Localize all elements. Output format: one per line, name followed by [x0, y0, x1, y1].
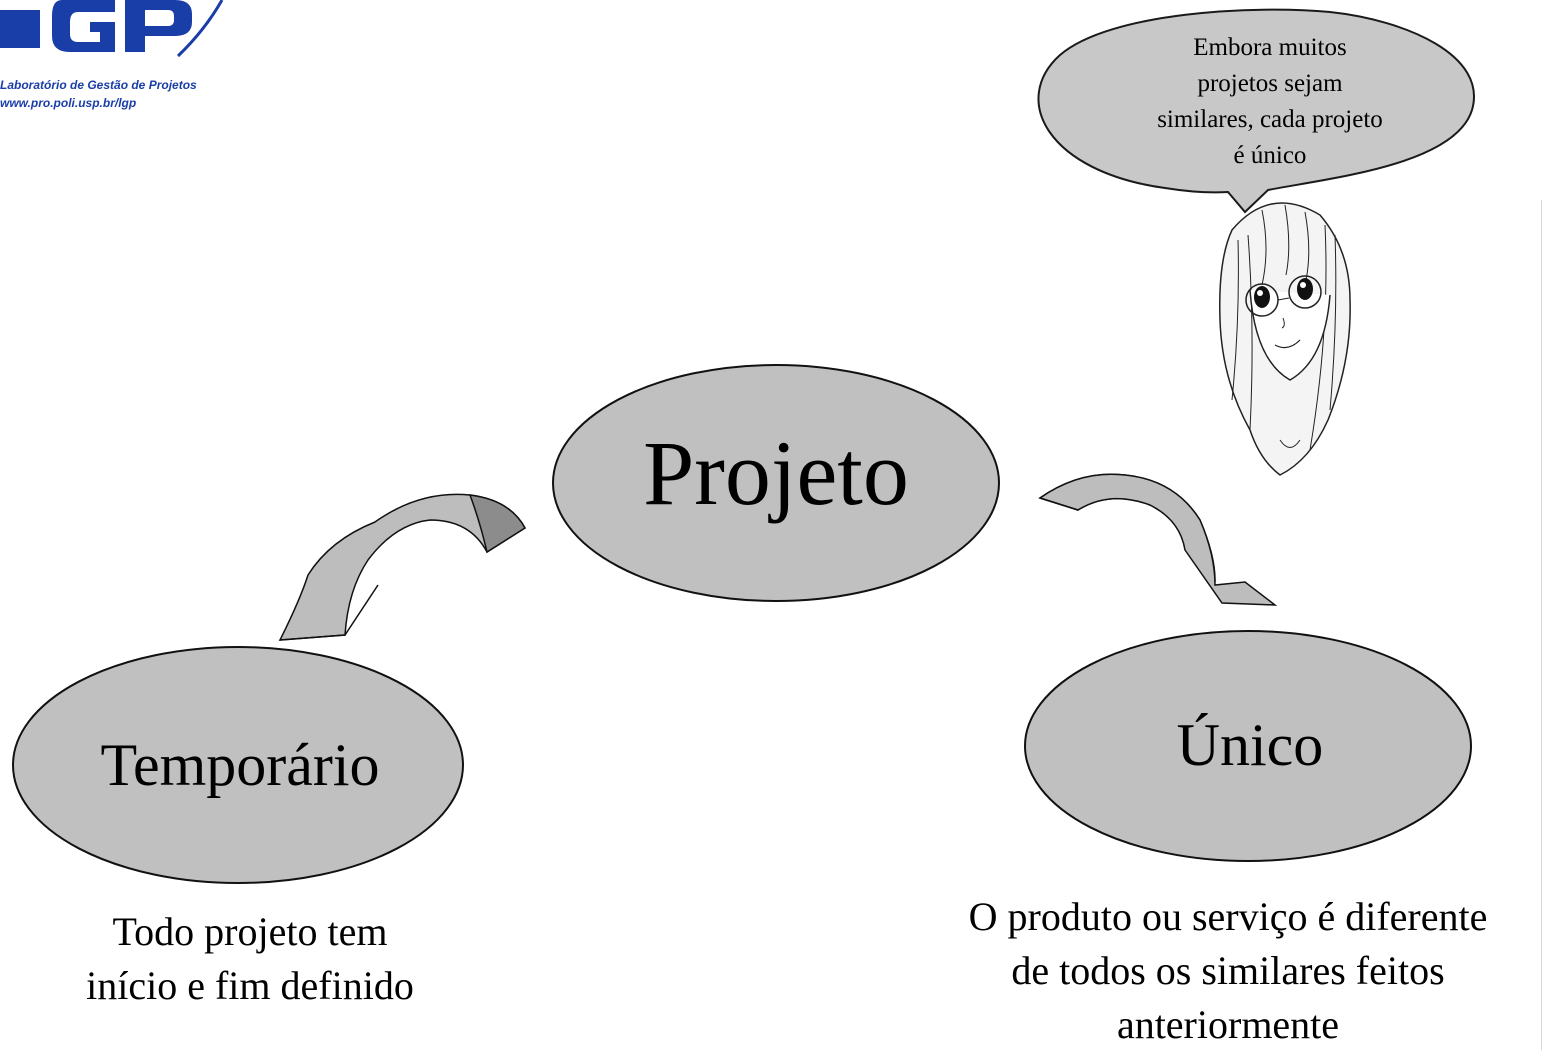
speech-line: é único: [1233, 142, 1307, 169]
caption-line: de todos os similares feitos: [1011, 948, 1445, 993]
caption-line: início e fim definido: [86, 963, 414, 1008]
caption-line: O produto ou serviço é diferente: [968, 894, 1488, 939]
logo-tagline: Laboratório de Gestão de Projetos: [0, 78, 197, 92]
logo: [0, 0, 224, 58]
edge-divider: [1541, 200, 1542, 1050]
center-node-ellipse: [552, 364, 1000, 602]
left-node-ellipse: [12, 646, 464, 884]
left-node-caption: Todo projeto tem início e fim definido: [0, 905, 500, 1013]
speech-line: projetos sejam: [1197, 70, 1343, 97]
right-node-ellipse: [1024, 630, 1472, 862]
speech-bubble: [1037, 8, 1475, 214]
arrow-to-right-node: [1038, 473, 1278, 606]
speech-line: similares, cada projeto: [1157, 106, 1383, 133]
right-node-label: Único: [1176, 712, 1324, 778]
center-node-label: Projeto: [643, 422, 909, 524]
arrow-to-left-node: [278, 493, 526, 641]
left-node-label: Temporário: [100, 732, 380, 798]
character-illustration: [1219, 202, 1351, 476]
caption-line: anteriormente: [1116, 1002, 1340, 1047]
right-node-caption: O produto ou serviço é diferente de todo…: [908, 890, 1548, 1052]
speech-text: Embora muitos projetos sejam similares, …: [1100, 30, 1440, 174]
speech-line: Embora muitos: [1193, 34, 1347, 61]
caption-line: Todo projeto tem: [112, 909, 388, 954]
logo-url: www.pro.poli.usp.br/lgp: [0, 96, 137, 110]
